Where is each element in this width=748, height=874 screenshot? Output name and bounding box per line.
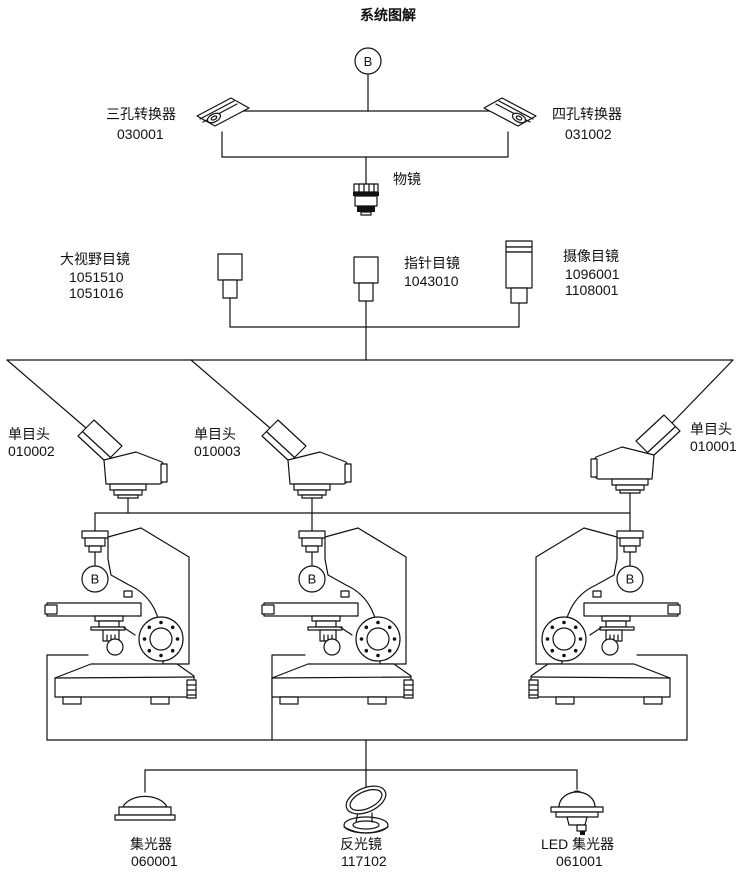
quad-nosepiece-drawing [483, 97, 537, 127]
mirror-code: 117102 [341, 853, 387, 869]
mono-head-right-code: 010001 [690, 438, 737, 454]
junction-b-label: B [626, 572, 635, 587]
nosepiece3-code: 030001 [117, 126, 164, 142]
nosepiece4-code: 031002 [565, 126, 612, 142]
condenser-drawing [114, 795, 176, 821]
mono-head-left-code: 010002 [8, 443, 55, 459]
mirror-label: 反光镜 [340, 836, 382, 852]
camera-eyepiece-label: 摄像目镜 [563, 248, 619, 264]
microscope-center-drawing: B [261, 527, 414, 705]
microscope-right-drawing: B [528, 527, 681, 705]
triple-nosepiece-drawing [196, 97, 250, 127]
mirror-drawing [343, 785, 389, 834]
led-condenser-drawing [550, 790, 604, 835]
objective-label: 物镜 [393, 171, 421, 187]
widefield-eyepiece-drawing [217, 253, 243, 299]
monocular-head-right-drawing [590, 414, 681, 494]
camera-eyepiece-code2: 1108001 [565, 282, 619, 298]
connector-lines [6, 73, 734, 793]
led-condenser-label: LED 集光器 [541, 836, 615, 852]
junction-b-top-label: B [364, 54, 373, 69]
pointer-eyepiece-label: 指针目镜 [404, 255, 460, 271]
junction-b-label: B [308, 572, 317, 587]
led-condenser-code: 061001 [556, 853, 603, 869]
monocular-head-left-drawing [77, 419, 168, 499]
camera-eyepiece-drawing [505, 240, 533, 304]
wf-eyepiece-code2: 1051016 [69, 285, 124, 301]
wf-eyepiece-code1: 1051510 [69, 269, 124, 285]
microscope-left-drawing: B [44, 527, 197, 705]
mono-head-center-code: 010003 [194, 443, 241, 459]
camera-eyepiece-code1: 1096001 [565, 266, 620, 282]
diagram-title: 系统图解 [360, 7, 416, 23]
junction-b-top: B [354, 47, 382, 75]
junction-b-label: B [91, 572, 100, 587]
pointer-eyepiece-drawing [353, 256, 379, 302]
nosepiece3-label: 三孔转换器 [106, 106, 176, 122]
mono-head-center-label: 单目头 [194, 426, 236, 442]
condenser-code: 060001 [131, 853, 178, 869]
objective-drawing [353, 183, 379, 216]
monocular-head-center-drawing [261, 419, 352, 499]
condenser-label: 集光器 [130, 836, 172, 852]
mono-head-left-label: 单目头 [8, 426, 50, 442]
pointer-eyepiece-code: 1043010 [404, 273, 459, 289]
mono-head-right-label: 单目头 [690, 421, 732, 437]
wf-eyepiece-label: 大视野目镜 [60, 251, 130, 267]
nosepiece4-label: 四孔转换器 [552, 106, 622, 122]
